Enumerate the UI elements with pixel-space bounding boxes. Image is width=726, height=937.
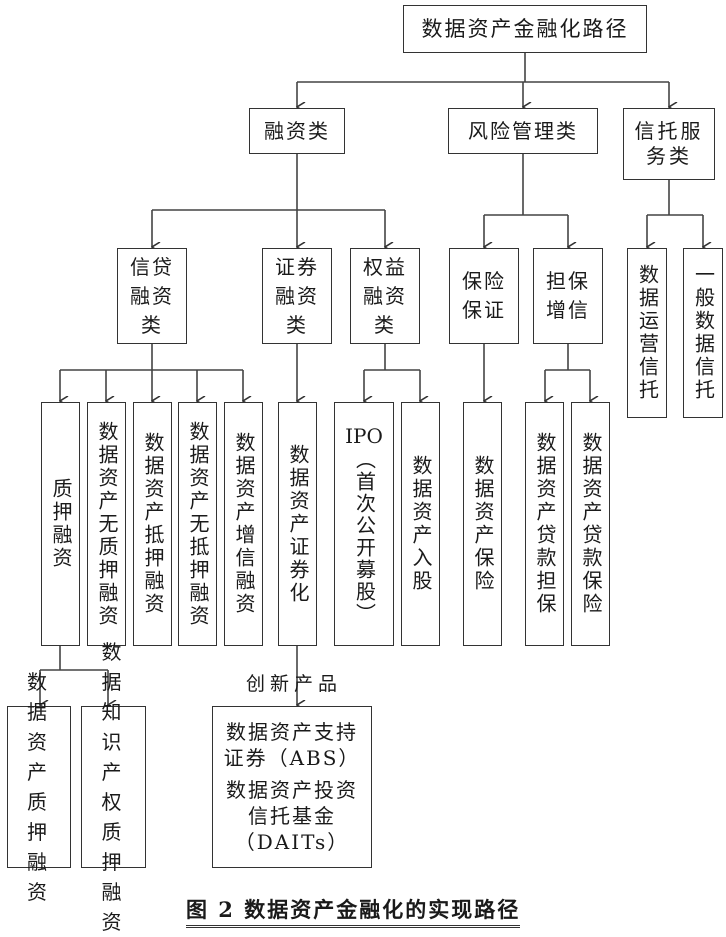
node-financing: 融资类 [249,108,345,154]
node-loan-insurance: 数据资产贷款保险 [571,402,610,646]
node-label: （首次公开募股） [352,448,377,625]
node-label: 证券融资类 [275,254,319,337]
node-label: 信贷融资类 [130,254,174,337]
node-no-pledge-financing: 数据资产无质押融资 [87,402,126,646]
node-no-mortgage-financing: 数据资产无抵押融资 [178,402,217,646]
node-mortgage-financing: 数据资产抵押融资 [133,402,172,646]
node-label: 风险管理类 [468,118,578,143]
node-equity-investment: 数据资产入股 [401,402,440,646]
node-ipo: IPO （首次公开募股） [334,402,394,646]
node-label: 数据运营信托 [635,264,660,402]
innovation-label: 创新产品 [246,673,343,695]
node-general-data-trust: 一般数据信托 [683,248,723,418]
node-label: 数据资产入股 [409,455,433,593]
node-asset-pledge-financing: 数据资产质押融资 [7,670,71,904]
node-label: 数据知识产权质押融资 [101,640,126,934]
node-label: 担保增信 [546,269,590,322]
root-node: 数据资产金融化路径 [403,5,647,53]
node-label: 数据资产贷款担保 [533,432,557,616]
abs-label: 数据资产支持证券（ABS） [223,720,361,770]
node-label: 质押融资 [49,478,73,570]
node-label: 数据资产证券化 [286,443,310,605]
daits-label: 数据资产投资信托基金（DAITs） [226,778,358,854]
node-securities-financing: 证券融资类 [262,248,332,344]
node-pledge-financing: 质押融资 [41,402,80,646]
node-ip-pledge-financing: 数据知识产权质押融资 [81,640,146,934]
node-label: 数据资产抵押融资 [141,432,165,616]
node-innovative-products: 数据资产支持证券（ABS） 数据资产投资信托基金（DAITs） [212,706,372,868]
node-label: 数据资产保险 [471,455,495,593]
node-risk-management: 风险管理类 [448,108,598,154]
node-label: 数据资产质押融资 [27,670,51,904]
node-loan-guarantee: 数据资产贷款担保 [525,402,564,646]
node-label: 数据资产增信融资 [232,432,256,616]
node-label: 信托服务类 [634,119,704,168]
node-data-ops-trust: 数据运营信托 [627,248,667,418]
root-label: 数据资产金融化路径 [421,16,629,41]
node-label: 数据资产无抵押融资 [186,420,210,628]
node-label: 保险保证 [462,269,506,322]
node-trust-service: 信托服务类 [623,108,715,180]
node-label: 权益融资类 [363,254,407,337]
node-equity-financing: 权益融资类 [350,248,420,344]
node-label: 一般数据信托 [691,264,716,402]
node-label: 融资类 [264,118,330,143]
node-label: 数据资产贷款保险 [579,432,603,616]
figure-caption: 图 2 数据资产金融化的实现路径 [186,894,521,928]
node-insurance-guarantee: 保险保证 [449,248,519,344]
node-label-ipo: IPO [345,423,383,448]
node-credit-financing: 信贷融资类 [117,248,187,344]
node-label: 数据资产无质押融资 [95,420,119,628]
node-credit-enhancement-financing: 数据资产增信融资 [224,402,263,646]
node-securitization: 数据资产证券化 [278,402,317,646]
node-asset-insurance: 数据资产保险 [463,402,502,646]
node-guarantee-credit: 担保增信 [533,248,603,344]
